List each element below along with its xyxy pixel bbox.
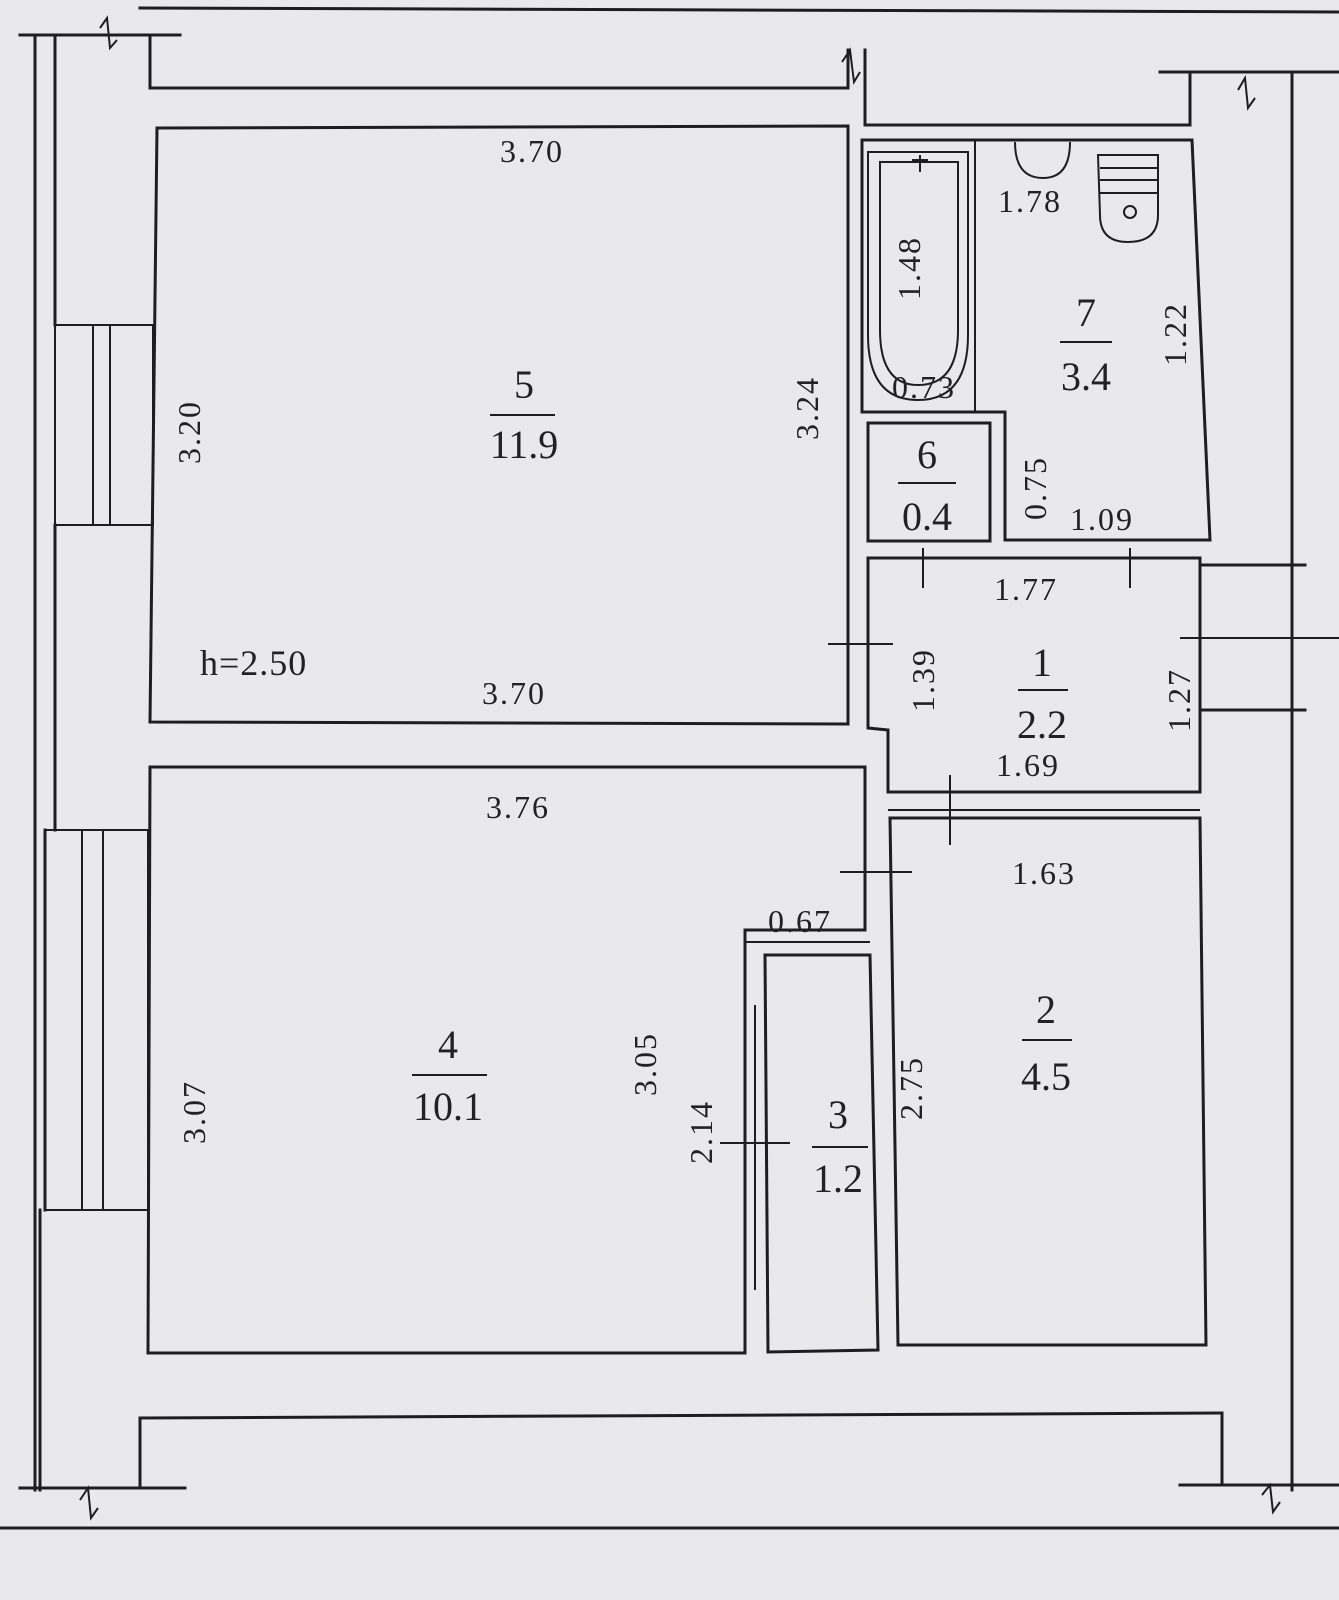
room-6-number: 6: [917, 432, 937, 477]
dim-room-7-bottom: 1.09: [1070, 501, 1134, 537]
room-4-area: 10.1: [413, 1084, 483, 1129]
toilet: [1096, 154, 1159, 244]
dim-room-4-right: 3.05: [627, 1032, 663, 1096]
room-1-number: 1: [1032, 640, 1052, 685]
room-4-number: 4: [438, 1022, 458, 1067]
break-marks: [79, 15, 1281, 1521]
room-2-area: 4.5: [1021, 1054, 1071, 1099]
room-1-area: 2.2: [1017, 702, 1067, 747]
dim-room-5-left: 3.20: [171, 400, 207, 464]
room-3-area: 1.2: [813, 1156, 863, 1201]
dim-room-2-left: 2.75: [893, 1056, 929, 1120]
room-5: [148, 124, 850, 726]
dim-room-5-right: 3.24: [789, 376, 825, 440]
room-1: [866, 556, 1202, 811]
dim-room-1-top: 1.77: [994, 571, 1058, 607]
dim-room-5-top: 3.70: [500, 133, 564, 169]
dim-room-1-right: 1.27: [1161, 668, 1197, 732]
room-7: [860, 138, 1212, 542]
door-marks: [720, 548, 1339, 1144]
fraction-bars: [412, 341, 1112, 1148]
dim-room-4-top: 3.76: [486, 789, 550, 825]
dim-room-3-top: 0.67: [768, 903, 832, 939]
room-5-number: 5: [514, 362, 534, 407]
dim-room-1-left: 1.39: [905, 648, 941, 712]
dim-bath-length: 1.48: [891, 236, 927, 300]
dim-room-7-inner: 0.75: [1017, 456, 1053, 520]
room-7-area: 3.4: [1061, 354, 1111, 399]
room-3-number: 3: [828, 1092, 848, 1137]
dim-room-7-right: 1.22: [1157, 302, 1193, 366]
room-6-area: 0.4: [902, 494, 952, 539]
dim-room-3-left: 2.14: [683, 1100, 719, 1164]
sink: [1014, 141, 1071, 180]
room-5-area: 11.9: [490, 422, 559, 467]
bathtub: [867, 151, 969, 402]
room-2-number: 2: [1036, 987, 1056, 1032]
dim-room-1-bottom: 1.69: [996, 747, 1060, 783]
room-2: [888, 816, 1208, 1347]
room-7-number: 7: [1076, 290, 1096, 335]
room-6: [866, 421, 992, 543]
dim-bath-width: 0.73: [892, 369, 956, 405]
dim-room-2-top: 1.63: [1012, 855, 1076, 891]
room-3: [745, 941, 880, 1354]
dim-room-4-left: 3.07: [176, 1080, 212, 1144]
dim-room-5-bottom: 3.70: [482, 675, 546, 711]
dim-room-7-top: 1.78: [998, 183, 1062, 219]
ceiling-height: h=2.50: [200, 643, 307, 683]
exterior-walls: [0, 6, 1339, 1530]
room-4: [146, 765, 867, 1355]
